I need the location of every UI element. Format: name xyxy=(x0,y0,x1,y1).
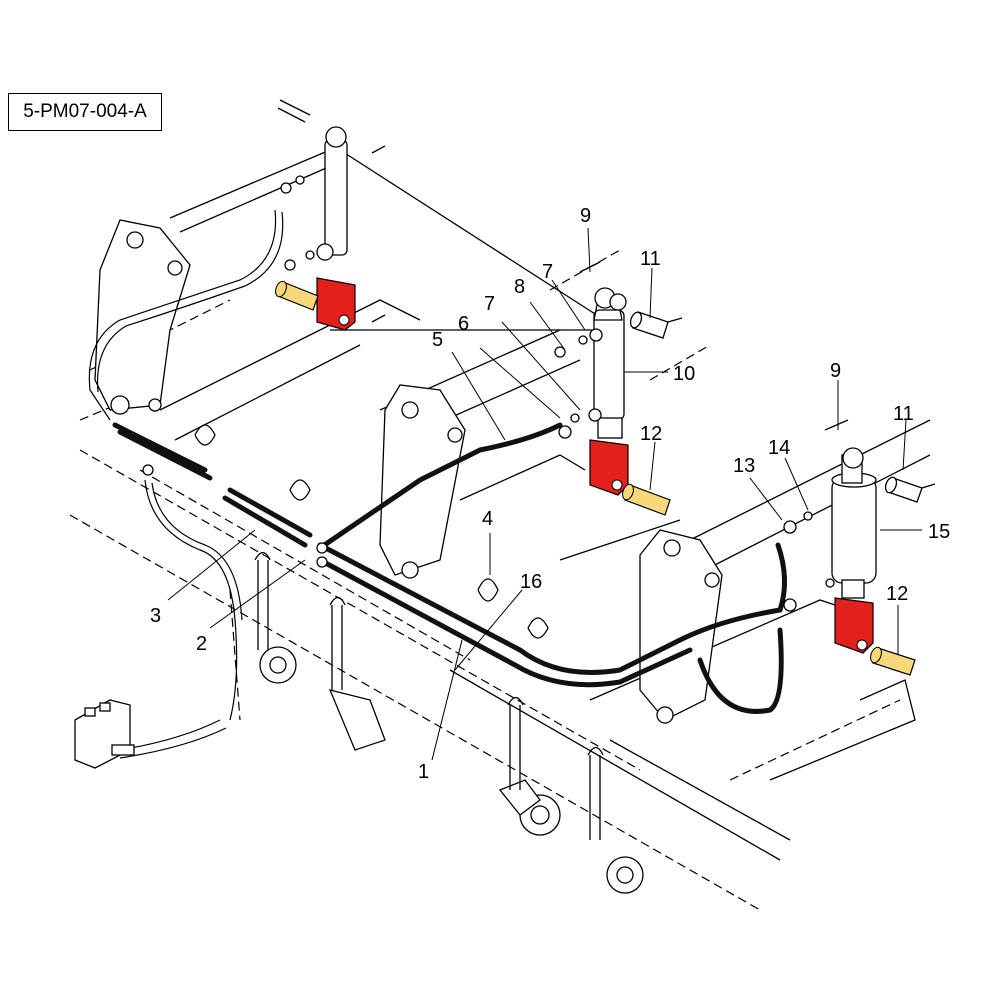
fittings xyxy=(142,145,849,612)
pin-12-upper xyxy=(622,483,671,516)
left-upright-bracket xyxy=(94,219,191,415)
lower-hub-mounts xyxy=(194,424,644,894)
control-valve-block xyxy=(74,699,135,769)
hydraulic-hoses xyxy=(112,422,788,714)
callout-11-upper: 11 xyxy=(640,248,661,270)
callout-6: 6 xyxy=(458,313,469,335)
callout-8: 8 xyxy=(514,276,525,298)
callout-15: 15 xyxy=(928,521,950,543)
pin-rear-left xyxy=(275,280,319,311)
callout-4: 4 xyxy=(482,508,493,530)
callout-12-lower: 12 xyxy=(886,583,908,605)
callout-9-lower: 9 xyxy=(830,360,841,382)
callout-2: 2 xyxy=(196,633,207,655)
cylinder-15 xyxy=(831,447,877,599)
callout-14: 14 xyxy=(768,437,790,459)
callout-13: 13 xyxy=(733,455,755,477)
hose-1 xyxy=(317,542,783,675)
leader-lines xyxy=(167,227,922,761)
return-lines xyxy=(88,209,284,759)
clevis-12-upper xyxy=(589,439,629,496)
callout-16: 16 xyxy=(520,571,542,593)
callout-1: 1 xyxy=(418,761,429,783)
callout-10: 10 xyxy=(673,363,695,385)
cylinder-10 xyxy=(588,287,627,439)
pin-12-lower xyxy=(870,646,916,676)
right-upright-bracket xyxy=(639,529,723,724)
hose-3 xyxy=(112,422,208,473)
hose-16 xyxy=(317,557,693,688)
callout-7-left: 7 xyxy=(484,293,495,315)
hose-5 xyxy=(317,422,563,551)
pin-11-lower xyxy=(884,476,936,503)
callout-7-right: 7 xyxy=(542,261,553,283)
drawing-reference-code: 5-PM07-004-A xyxy=(8,93,162,131)
callout-9-upper: 9 xyxy=(580,205,591,227)
pin-11-upper xyxy=(629,311,683,339)
callout-11-lower: 11 xyxy=(893,403,914,425)
hose-13 xyxy=(697,627,784,714)
cylinder-rear-left xyxy=(277,99,348,261)
callout-5: 5 xyxy=(432,329,443,351)
callout-12-upper: 12 xyxy=(640,423,662,445)
frame-outline xyxy=(69,149,931,911)
clevis-12-lower xyxy=(834,597,874,654)
callout-3: 3 xyxy=(150,605,161,627)
callout-labels: 1 2 3 4 5 6 7 7 8 9 9 10 11 11 12 12 13 … xyxy=(150,205,950,783)
clevis-rear-left xyxy=(316,277,356,331)
